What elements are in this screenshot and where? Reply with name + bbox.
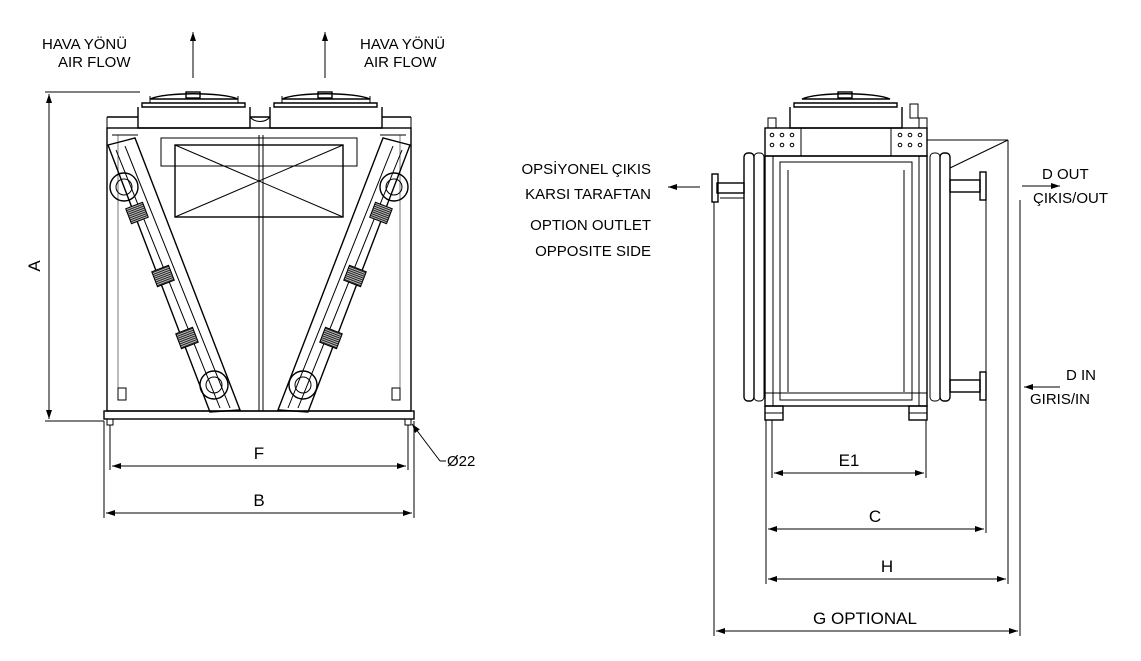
airflow-left-label-2: AIR FLOW xyxy=(58,54,131,71)
optional-outlet-label-4: OPPOSITE SIDE xyxy=(535,243,651,260)
d-in-sublabel: GIRIS/IN xyxy=(1030,391,1090,408)
dimension-b-label: B xyxy=(253,491,264,510)
side-housing xyxy=(764,155,928,407)
dimension-g-label: G OPTIONAL xyxy=(813,609,917,628)
inlet-stub xyxy=(949,371,987,401)
manifold-right xyxy=(929,152,951,402)
flange-icon xyxy=(379,172,409,202)
outlet-stub xyxy=(927,139,1009,201)
hole-diameter-label: Ø22 xyxy=(447,453,475,470)
dimension-h-label: H xyxy=(881,557,893,576)
dimension-g: G OPTIONAL xyxy=(713,200,1021,636)
d-in-label: D IN xyxy=(1066,367,1096,384)
manifold-left xyxy=(743,152,765,402)
fan-left xyxy=(137,91,251,129)
dimension-a-label: A xyxy=(25,260,44,272)
base-frame xyxy=(103,410,415,420)
dimension-f: F xyxy=(109,425,409,470)
hole-diameter-callout: Ø22 xyxy=(411,423,475,470)
side-view: OPSİYONEL ÇIKIS KARSI TARAFTAN OPTION OU… xyxy=(522,91,1108,636)
coil-right xyxy=(277,134,411,413)
fan-right xyxy=(269,91,383,129)
access-panel xyxy=(160,137,358,218)
d-out-label: D OUT xyxy=(1042,166,1089,183)
dimension-h: H xyxy=(768,140,1009,584)
fan-side xyxy=(789,91,919,129)
coil-left xyxy=(107,134,241,413)
airflow-right-label-1: HAVA YÖNÜ xyxy=(360,35,445,53)
d-out-sublabel: ÇIKIS/OUT xyxy=(1033,190,1108,207)
dimension-e1-label: E1 xyxy=(839,451,860,470)
airflow-right-label-2: AIR FLOW xyxy=(364,54,437,71)
optional-outlet-label-2: KARSI TARAFTAN xyxy=(525,186,651,203)
flange-icon xyxy=(109,172,139,202)
flange-icon xyxy=(288,370,318,400)
optional-outlet-label-3: OPTION OUTLET xyxy=(530,217,651,234)
dimension-e1: E1 xyxy=(771,420,927,478)
flange-icon xyxy=(199,370,229,400)
dimension-c-label: C xyxy=(869,507,881,526)
dimension-f-label: F xyxy=(254,444,264,463)
airflow-left-label-1: HAVA YÖNÜ xyxy=(42,35,127,53)
bolt-holes xyxy=(769,132,923,148)
optional-outlet-stub xyxy=(711,173,745,203)
optional-outlet-label-1: OPSİYONEL ÇIKIS xyxy=(522,160,652,178)
front-view: HAVA YÖNÜ AIR FLOW HAVA YÖNÜ AIR FLOW xyxy=(25,32,475,518)
dimension-a: A xyxy=(25,91,140,422)
dimension-b: B xyxy=(103,421,415,518)
dimension-c: C xyxy=(765,200,987,584)
